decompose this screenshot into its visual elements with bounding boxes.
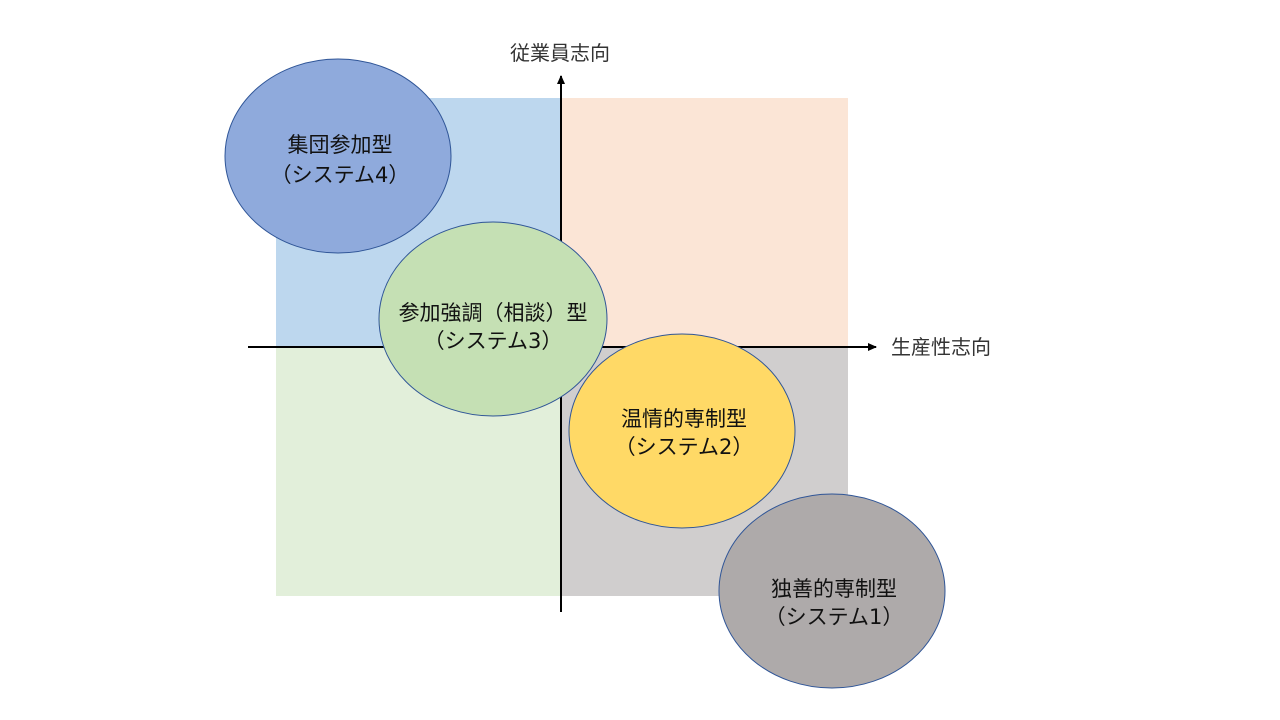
system-3-ellipse-group: 参加強調（相談）型 （システム3） [378, 221, 608, 417]
system-4-name: 集団参加型 [288, 133, 393, 157]
system-2-ellipse [568, 333, 796, 529]
vertical-axis-label: 従業員志向 [510, 41, 610, 65]
quadrant-top-right [561, 98, 848, 347]
system-1-name: 独善的専制型 [771, 577, 897, 601]
system-1-number: （システム1） [765, 605, 904, 629]
system-1-ellipse [718, 493, 946, 689]
system-4-number: （システム4） [271, 163, 410, 187]
system-2-name: 温情的専制型 [621, 407, 747, 431]
system-3-ellipse [378, 221, 608, 417]
system-4-ellipse-group: 集団参加型 （システム4） [224, 58, 452, 254]
system-1-ellipse-group: 独善的専制型 （システム1） [718, 493, 946, 689]
system-2-number: （システム2） [615, 435, 754, 459]
system-2-ellipse-group: 温情的専制型 （システム2） [568, 333, 796, 529]
horizontal-axis-label: 生産性志向 [891, 335, 991, 359]
system-3-name: 参加強調（相談）型 [399, 301, 588, 325]
system-4-ellipse [224, 58, 452, 254]
system-3-number: （システム3） [424, 329, 563, 353]
